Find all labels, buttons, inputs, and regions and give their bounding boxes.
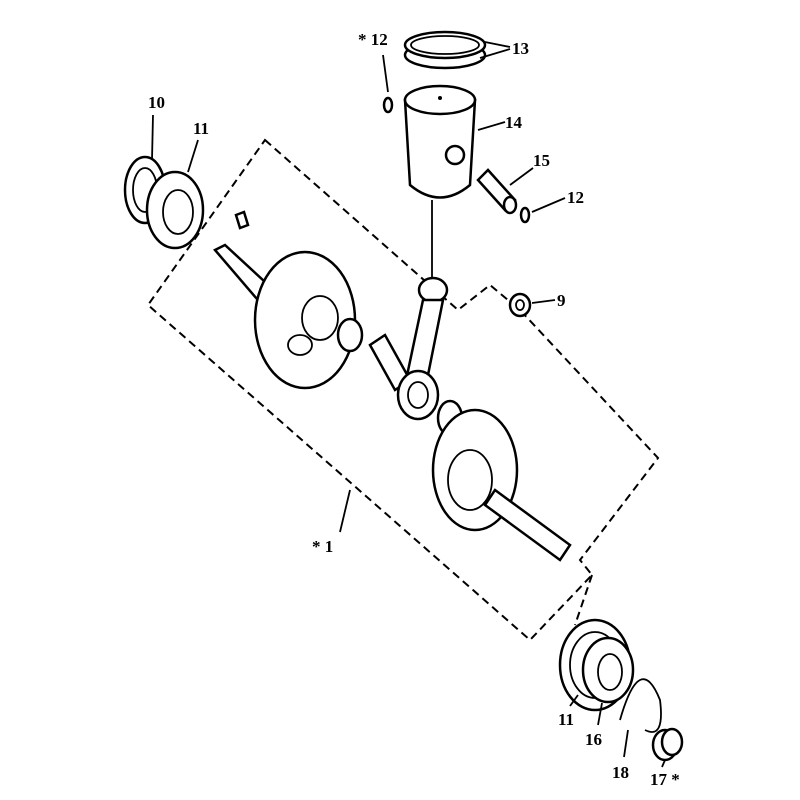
label-17-star: 17 * [650,770,680,789]
label-14: 14 [505,113,523,132]
leader-lines [151,41,666,768]
piston-pin [476,168,518,215]
label-15: 15 [533,151,550,170]
label-1-star: * 1 [312,537,333,556]
assembly-leader [574,574,593,626]
bushing-17 [651,727,684,762]
right-bearing-and-seal [558,618,635,712]
label-10: 10 [148,93,165,112]
label-12: 12 [567,188,584,207]
label-9: 9 [557,291,566,310]
label-11-left: 11 [193,119,209,138]
left-crank-half [213,243,357,390]
label-12-star: * 12 [358,30,388,49]
crankshaft-assembly-outline [146,138,660,642]
connecting-rod [396,276,449,421]
label-16: 16 [585,730,602,749]
label-11-right: 11 [558,710,574,729]
label-18: 18 [612,763,629,782]
circlip-18 [619,678,662,733]
big-end-bearing [336,317,364,353]
label-13: 13 [512,39,529,58]
piston-rings [403,30,487,70]
right-crank-half [431,408,572,562]
circlip-top [382,96,394,114]
piston [403,84,477,199]
circlip-right [519,206,531,224]
left-bearing [123,155,205,250]
woodruff-key [234,210,250,230]
small-end-bearing [508,292,532,318]
